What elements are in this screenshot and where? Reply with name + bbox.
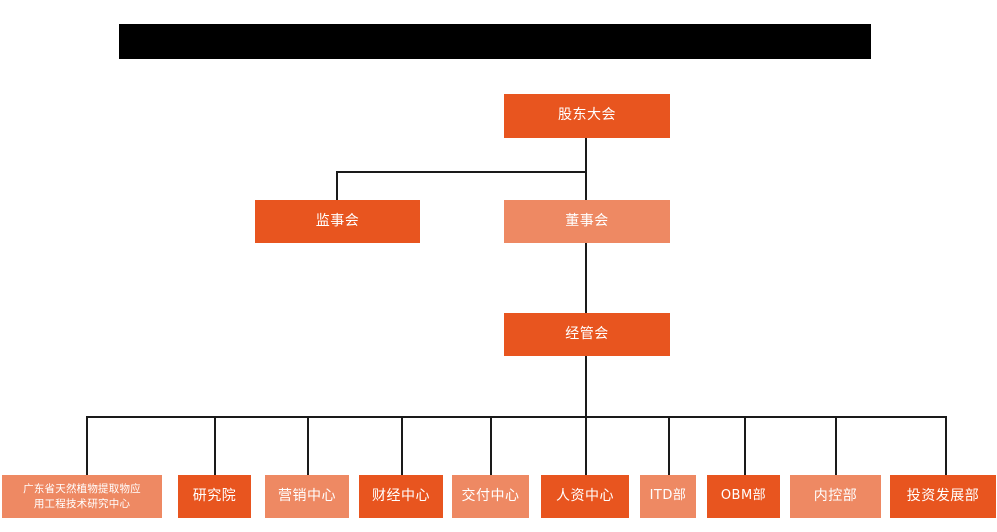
connector-drop-internal-control [835,416,837,475]
connector-directors-to-management [585,243,587,313]
node-label: 董事会 [565,212,609,229]
connector-drop-finance [401,416,403,475]
node-label-line1: 广东省天然植物提取物应 [23,483,141,496]
connector-drop-itd [668,416,670,475]
node-investment-development-department[interactable]: 投资发展部 [890,475,996,518]
node-finance-center[interactable]: 财经中心 [359,475,443,518]
connector-supervisors-drop [336,171,338,200]
node-label: OBM部 [720,488,767,504]
node-label: 内控部 [813,487,858,504]
node-guangdong-research-center[interactable]: 广东省天然植物提取物应 用工程技术研究中心 [2,475,162,518]
node-board-of-directors[interactable]: 董事会 [504,200,670,243]
node-management-committee[interactable]: 经管会 [504,313,670,356]
node-label-line2: 用工程技术研究中心 [33,497,131,510]
connector-shareholders-down [585,138,587,173]
node-label: 营销中心 [278,487,336,504]
node-internal-control-department[interactable]: 内控部 [790,475,881,518]
node-board-of-supervisors[interactable]: 监事会 [255,200,420,243]
node-label: 经管会 [565,325,609,342]
node-label: 研究院 [192,487,237,504]
node-label: 人资中心 [556,487,614,504]
connector-drop-research-institute [214,416,216,475]
node-marketing-center[interactable]: 营销中心 [265,475,349,518]
node-label: 股东大会 [558,107,616,124]
connector-management-down [585,356,587,417]
node-obm-department[interactable]: OBM部 [707,475,780,518]
redacted-title-banner [119,24,871,59]
node-shareholders-meeting[interactable]: 股东大会 [504,94,670,138]
node-label: 监事会 [315,212,360,229]
node-itd-department[interactable]: ITD部 [640,475,696,518]
connector-drop-obm [744,416,746,475]
node-label: ITD部 [649,488,687,504]
connector-directors-drop [585,171,587,200]
node-delivery-center[interactable]: 交付中心 [452,475,529,518]
connector-drop-investment [945,416,947,475]
node-hr-center[interactable]: 人资中心 [541,475,629,518]
node-label: 投资发展部 [906,487,980,504]
node-label: 财经中心 [372,487,430,504]
connector-drop-research-center [86,416,88,475]
connector-level2-bus [336,171,587,173]
connector-drop-delivery [490,416,492,475]
node-research-institute[interactable]: 研究院 [178,475,251,518]
connector-drop-marketing [307,416,309,475]
node-label: 交付中心 [461,487,520,504]
connector-level4-bus [86,416,946,418]
connector-drop-hr [585,416,587,475]
